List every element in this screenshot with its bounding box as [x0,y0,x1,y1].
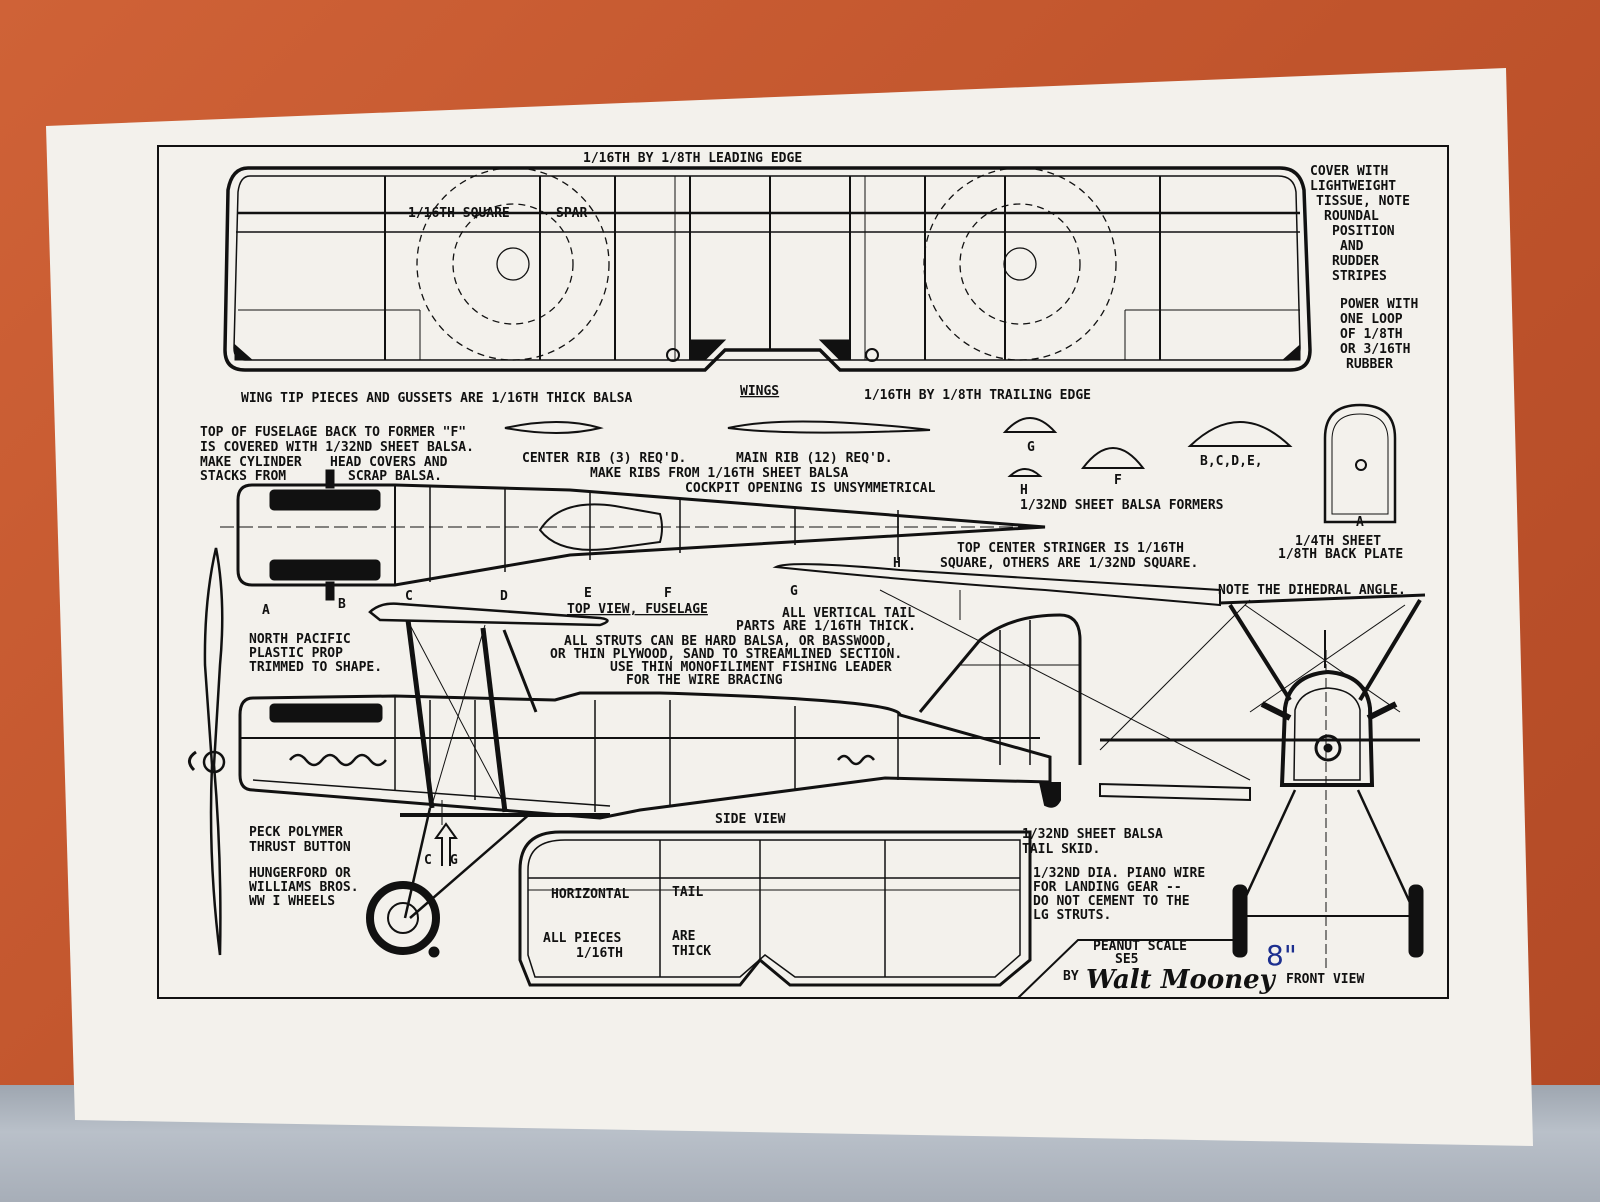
are-label: ARE [672,929,695,944]
power-note-5: RUBBER [1346,357,1393,372]
thrust-note-1: PECK POLYMER [249,825,343,840]
paper [46,68,1533,1146]
designer-signature: Walt Mooney [1086,965,1277,995]
rib-profiles [504,420,931,434]
top-fuselage-note-6: SCRAP BALSA. [348,469,442,484]
top-view-heading: TOP VIEW, FUSELAGE [567,602,708,617]
wheels-note-2: WILLIAMS BROS. [249,880,359,895]
side-view-heading: SIDE VIEW [715,812,786,827]
thick-label: THICK [672,944,711,959]
former-h-label: H [1020,483,1028,498]
center-rib-label: CENTER RIB (3) REQ'D. [522,451,686,466]
former-f-label: F [1114,473,1122,488]
front-view-label: FRONT VIEW [1286,972,1364,987]
trailing-edge-label: 1/16TH BY 1/8TH TRAILING EDGE [864,388,1091,403]
power-note-3: OF 1/8TH [1340,327,1403,342]
cover-note-7: RUDDER [1332,254,1379,269]
make-ribs-label: MAKE RIBS FROM 1/16TH SHEET BALSA [590,466,848,481]
piano-wire-note-2: FOR LANDING GEAR -- [1033,880,1182,895]
former-bcde-label: B,C,D,E, [1200,454,1263,469]
tail-label: TAIL [672,885,703,900]
former-g-label: G [1027,440,1035,455]
cover-note-1: COVER WITH [1310,164,1388,179]
top-view-fuselage [220,469,1046,601]
h-station-label: H [893,556,901,571]
wheels-note-3: WW I WHEELS [249,894,335,909]
cover-note-8: STRIPES [1332,269,1387,284]
side-view [188,547,1082,958]
prop-note-1: NORTH PACIFIC [249,632,351,647]
prop-note-2: PLASTIC PROP [249,646,343,661]
wings-heading: WINGS [740,384,779,399]
horizontal-label: HORIZONTAL [551,887,629,902]
tail-note-2: PARTS ARE 1/16TH THICK. [736,619,916,634]
cockpit-label: COCKPIT OPENING IS UNSYMMETRICAL [685,481,936,496]
cover-note-2: LIGHTWEIGHT [1310,179,1396,194]
piano-wire-note-3: DO NOT CEMENT TO THE [1033,894,1190,909]
piano-wire-note-4: LG STRUTS. [1033,908,1111,923]
station-a: A [262,603,270,618]
peanut-scale-label: PEANUT SCALE [1093,939,1187,954]
horizontal-tail [518,830,1032,987]
station-b: B [338,597,346,612]
tail-skid-note-2: TAIL SKID. [1022,842,1100,857]
back-plate-note-1: 1/4TH SHEET [1295,534,1381,549]
by-label: BY [1063,969,1079,984]
cg-label-c: C [424,853,432,868]
wheels-note-1: HUNGERFORD OR [249,866,351,881]
tail-note-1: ALL VERTICAL TAIL [782,606,915,621]
power-note-4: OR 3/16TH [1340,342,1410,357]
model-label: SE5 [1115,952,1138,967]
stringer-note-2: SQUARE, OTHERS ARE 1/32ND SQUARE. [940,556,1198,571]
cg-label-g: G [450,853,458,868]
title-block [1017,939,1240,999]
thrust-note-2: THRUST BUTTON [249,840,351,855]
leading-edge-label: 1/16TH BY 1/8TH LEADING EDGE [583,151,802,166]
wing-plan [223,166,1312,372]
formers-note: 1/32ND SHEET BALSA FORMERS [1020,498,1224,513]
cover-note-6: AND [1340,239,1364,254]
struts-note-4: FOR THE WIRE BRACING [626,673,783,688]
power-note-1: POWER WITH [1340,297,1418,312]
tail-skid-note-1: 1/32ND SHEET BALSA [1022,827,1163,842]
station-g: G [790,584,798,599]
station-c: C [405,589,413,604]
stringer-note-1: TOP CENTER STRINGER IS 1/16TH [957,541,1184,556]
top-fuselage-note-2: IS COVERED WITH 1/32ND SHEET BALSA. [200,440,474,455]
struts-note-2: OR THIN PLYWOOD, SAND TO STREAMLINED SEC… [550,647,902,662]
square-spar-label: 1/16TH SQUARE [408,206,510,221]
cover-note-4: ROUNDAL [1324,209,1379,224]
power-note-2: ONE LOOP [1340,312,1403,327]
station-e: E [584,586,592,601]
spar-label: SPAR [556,206,587,221]
back-plate-note-2: 1/8TH BACK PLATE [1278,547,1403,562]
struts-note-1: ALL STRUTS CAN BE HARD BALSA, OR BASSWOO… [564,634,893,649]
station-f: F [664,586,672,601]
formers [1002,403,1397,524]
dihedral-note: NOTE THE DIHEDRAL ANGLE. [1218,583,1406,598]
top-fuselage-note-4: HEAD COVERS AND [330,455,448,470]
all-pieces-label: ALL PIECES [543,931,621,946]
station-d: D [500,589,508,604]
former-a-label: A [1356,515,1364,530]
prop-note-3: TRIMMED TO SHAPE. [249,660,382,675]
struts-note-3: USE THIN MONOFILIMENT FISHING LEADER [610,660,892,675]
cover-note-5: POSITION [1332,224,1395,239]
sixteenth-label: 1/16TH [576,946,623,961]
wing-tip-label: WING TIP PIECES AND GUSSETS ARE 1/16TH T… [241,391,633,406]
top-fuselage-note-3: MAKE CYLINDER [200,455,302,470]
main-rib-label: MAIN RIB (12) REQ'D. [736,451,893,466]
top-fuselage-note-1: TOP OF FUSELAGE BACK TO FORMER "F" [200,425,466,440]
cover-note-3: TISSUE, NOTE [1316,194,1410,209]
handwritten-size: 8" [1266,939,1297,972]
drawing-border [157,145,1449,999]
top-fuselage-note-5: STACKS FROM [200,469,286,484]
wing-bracing [772,563,1420,802]
piano-wire-note-1: 1/32ND DIA. PIANO WIRE [1033,866,1205,881]
